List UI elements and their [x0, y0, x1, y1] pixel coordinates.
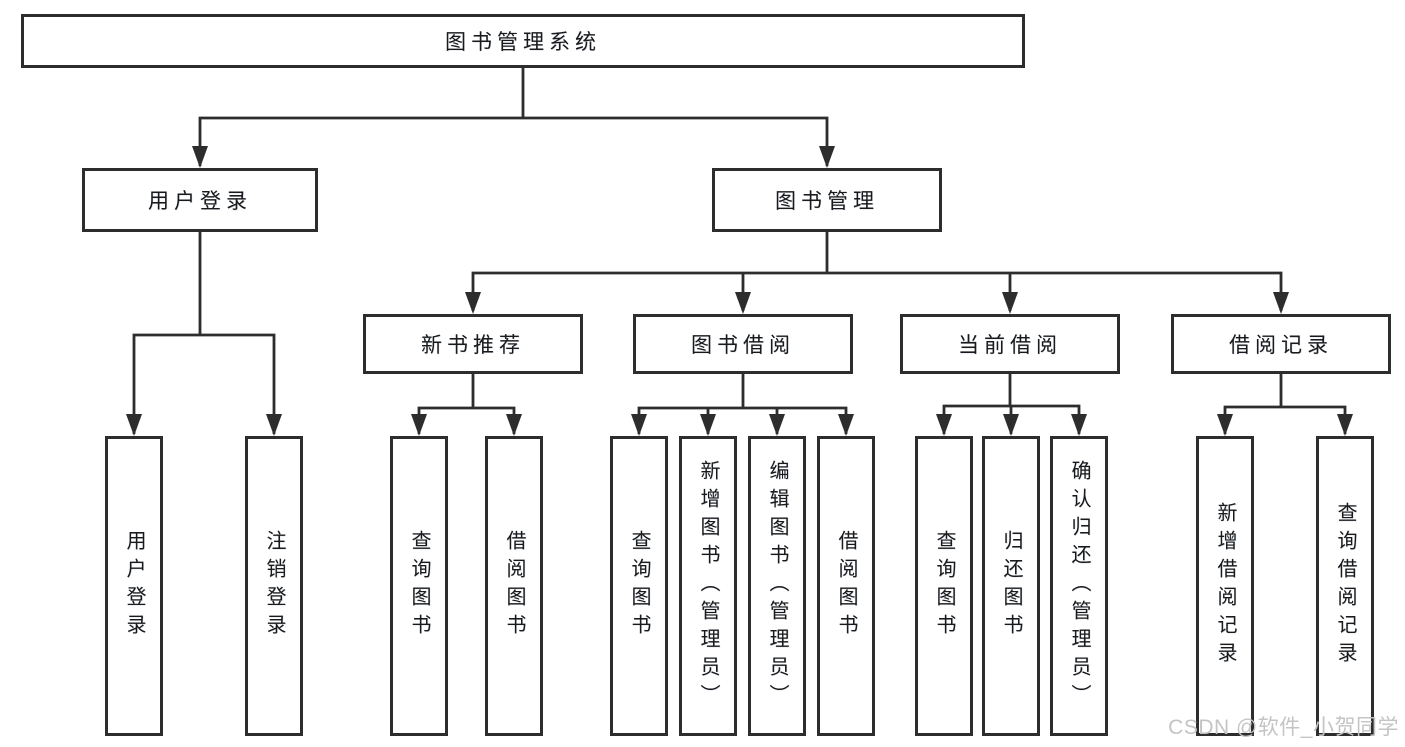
arrow-icon: [936, 414, 952, 436]
leaf-borrow-books-label: 借阅图书: [835, 530, 857, 642]
connector-borrow-records: [1223, 374, 1347, 434]
arrow-icon: [1337, 414, 1353, 436]
arrow-icon: [1071, 414, 1087, 436]
arrow-icon: [1003, 414, 1019, 436]
node-new-book-recommend: 新书推荐: [363, 314, 583, 374]
arrow-icon: [769, 414, 785, 436]
connector-book-borrow: [637, 374, 848, 434]
arrow-icon: [700, 414, 716, 436]
node-user-login: 用户登录: [82, 168, 318, 232]
node-current-borrow: 当前借阅: [900, 314, 1120, 374]
leaf-borrow-books: 借阅图书: [817, 436, 875, 736]
arrow-icon: [1217, 414, 1233, 436]
arrow-icon: [1273, 292, 1289, 314]
node-current-borrow-label: 当前借阅: [958, 334, 1062, 357]
connector-user-login: [132, 232, 276, 434]
arrow-icon: [411, 414, 427, 436]
node-book-management-label: 图书管理: [775, 190, 879, 213]
leaf-borrow-books-recommend-label: 借阅图书: [503, 530, 525, 642]
arrowheads: [126, 146, 1353, 436]
leaf-query-books-recommend: 查询图书: [390, 436, 448, 736]
leaf-confirm-return-admin: 确认归还（管理员）: [1050, 436, 1108, 736]
arrow-icon: [506, 414, 522, 436]
leaf-add-borrow-record-label: 新增借阅记录: [1214, 502, 1236, 670]
arrow-icon: [631, 414, 647, 436]
node-user-login-label: 用户登录: [148, 190, 252, 213]
leaf-query-books-borrow-label: 查询图书: [628, 530, 650, 642]
arrow-icon: [735, 292, 751, 314]
arrow-icon: [838, 414, 854, 436]
leaf-add-book-admin: 新增图书（管理员）: [679, 436, 737, 736]
leaf-logout-label: 注销登录: [263, 530, 285, 642]
node-root-label: 图书管理系统: [445, 31, 601, 54]
node-borrow-records-label: 借阅记录: [1229, 334, 1333, 357]
node-root: 图书管理系统: [21, 14, 1025, 68]
leaf-user-login-label: 用户登录: [123, 530, 145, 642]
leaf-query-books-recommend-label: 查询图书: [408, 530, 430, 642]
arrow-icon: [126, 414, 142, 436]
leaf-edit-book-admin: 编辑图书（管理员）: [748, 436, 806, 736]
leaf-return-book: 归还图书: [982, 436, 1040, 736]
connector-book-management: [471, 232, 1283, 311]
node-new-book-recommend-label: 新书推荐: [421, 334, 525, 357]
leaf-confirm-return-admin-label: 确认归还（管理员）: [1068, 460, 1090, 712]
node-book-borrow: 图书借阅: [633, 314, 853, 374]
leaf-query-books-current-label: 查询图书: [933, 530, 955, 642]
leaf-edit-book-admin-label: 编辑图书（管理员）: [766, 460, 788, 712]
leaf-add-borrow-record: 新增借阅记录: [1196, 436, 1254, 736]
arrow-icon: [819, 146, 835, 168]
node-book-management: 图书管理: [712, 168, 942, 232]
arrow-icon: [192, 146, 208, 168]
arrow-icon: [266, 414, 282, 436]
leaf-user-login: 用户登录: [105, 436, 163, 736]
connector-new-book: [417, 374, 516, 434]
arrow-icon: [1002, 292, 1018, 314]
node-book-borrow-label: 图书借阅: [691, 334, 795, 357]
leaf-query-borrow-record-label: 查询借阅记录: [1334, 502, 1356, 670]
leaf-query-borrow-record: 查询借阅记录: [1316, 436, 1374, 736]
node-borrow-records: 借阅记录: [1171, 314, 1391, 374]
arrow-icon: [465, 292, 481, 314]
csdn-watermark: CSDN @软件_小贺同学: [1168, 716, 1399, 739]
leaf-return-book-label: 归还图书: [1000, 530, 1022, 642]
connector-root: [198, 68, 829, 166]
leaf-query-books-current: 查询图书: [915, 436, 973, 736]
leaf-borrow-books-recommend: 借阅图书: [485, 436, 543, 736]
leaf-add-book-admin-label: 新增图书（管理员）: [697, 460, 719, 712]
leaf-logout: 注销登录: [245, 436, 303, 736]
leaf-query-books-borrow: 查询图书: [610, 436, 668, 736]
